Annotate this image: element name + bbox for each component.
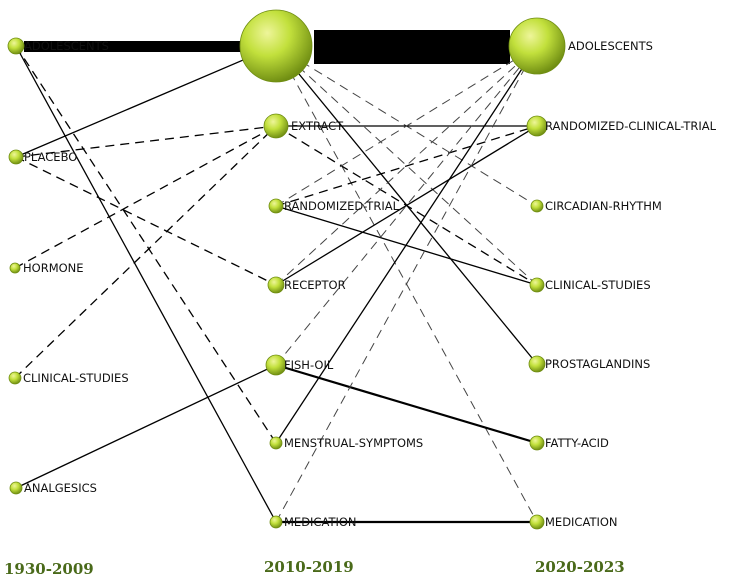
node-label-b-medication: MEDICATION <box>284 515 357 529</box>
node-b-randtrial <box>268 198 284 214</box>
node-label-b-extract: EXTRACT <box>291 119 344 133</box>
node-label-c-adolescents: ADOLESCENTS <box>568 39 653 53</box>
edge-b_big-c_adolescents <box>314 30 510 64</box>
edge-b_fishoil-c_adolescents <box>275 45 538 366</box>
edge-a_placebo-b_receptor <box>15 156 277 286</box>
period-label-2020-2023: 2020-2023 <box>535 558 625 576</box>
edge-a_adolescents-b_menstrual <box>15 45 277 444</box>
node-label-b-randtrial: RANDOMIZED-TRIAL <box>284 199 400 213</box>
labels-layer: ADOLESCENTS PLACEBO HORMONE CLINICAL-STUDIE… <box>23 39 717 529</box>
node-label-a-analgesics: ANALGESICS <box>24 481 97 495</box>
period-label-1930-2009: 1930-2009 <box>4 560 94 578</box>
nodes-layer <box>7 9 566 530</box>
edge-b_menstrual-c_adolescents <box>275 45 538 444</box>
node-a-hormone <box>9 262 21 274</box>
node-label-b-menstrual: MENSTRUAL-SYMPTOMS <box>284 436 423 450</box>
node-a-adolescents <box>7 37 25 55</box>
edge-a_placebo-b_big <box>15 45 277 158</box>
edge-b_randtrial-c_adolescents <box>275 45 538 207</box>
node-a-placebo <box>8 149 24 165</box>
node-c-clinical <box>529 277 545 293</box>
edge-a_clinical-b_extract <box>14 125 277 379</box>
period-labels: 1930-2009 2010-2019 2020-2023 <box>4 558 625 578</box>
node-label-b-receptor: RECEPTOR <box>284 278 346 292</box>
edge-a_adolescents-b_medication <box>15 45 277 523</box>
node-c-medication <box>529 514 545 530</box>
edge-b_medication-c_adolescents <box>275 45 538 523</box>
node-b-menstrual <box>269 436 283 450</box>
node-label-c-fatty: FATTY-ACID <box>545 436 609 450</box>
node-b-big <box>239 9 313 83</box>
node-a-clinical <box>8 371 22 385</box>
node-label-a-placebo: PLACEBO <box>24 150 77 164</box>
edge-b_fishoil-c_fatty <box>275 363 538 445</box>
node-a-analgesics <box>9 481 23 495</box>
node-label-c-prostaglandins: PROSTAGLANDINS <box>545 357 650 371</box>
node-label-c-rct: RANDOMIZED-CLINICAL-TRIAL <box>545 119 717 133</box>
period-label-2010-2019: 2010-2019 <box>264 558 354 576</box>
node-label-a-hormone: HORMONE <box>23 261 84 275</box>
node-label-a-adolescents: ADOLESCENTS <box>24 39 109 53</box>
edge-a_placebo-b_extract <box>15 125 277 158</box>
edge-a_analgesics-b_fishoil <box>15 364 277 489</box>
node-c-prostaglandins <box>528 355 546 373</box>
node-label-c-circadian: CIRCADIAN-RHYTHM <box>545 199 662 213</box>
node-b-extract <box>263 113 289 139</box>
node-c-fatty <box>529 435 545 451</box>
node-b-medication <box>269 515 283 529</box>
edge-b_receptor-c_rct <box>275 125 538 286</box>
edge-a_adolescents-b_big <box>24 41 244 52</box>
node-c-adolescents <box>508 17 566 75</box>
node-b-receptor <box>267 276 285 294</box>
edge-a_hormone-b_extract <box>14 125 277 269</box>
edges-layer <box>14 30 538 524</box>
node-label-b-fishoil: FISH-OIL <box>284 358 334 372</box>
node-c-circadian <box>530 199 544 213</box>
node-label-c-medication: MEDICATION <box>545 515 618 529</box>
edge-b_randtrial-c_rct <box>275 125 538 207</box>
node-c-rct <box>526 115 548 137</box>
node-label-a-clinical: CLINICAL-STUDIES <box>23 371 129 385</box>
node-b-fishoil <box>265 354 287 376</box>
node-label-c-clinical: CLINICAL-STUDIES <box>545 278 651 292</box>
